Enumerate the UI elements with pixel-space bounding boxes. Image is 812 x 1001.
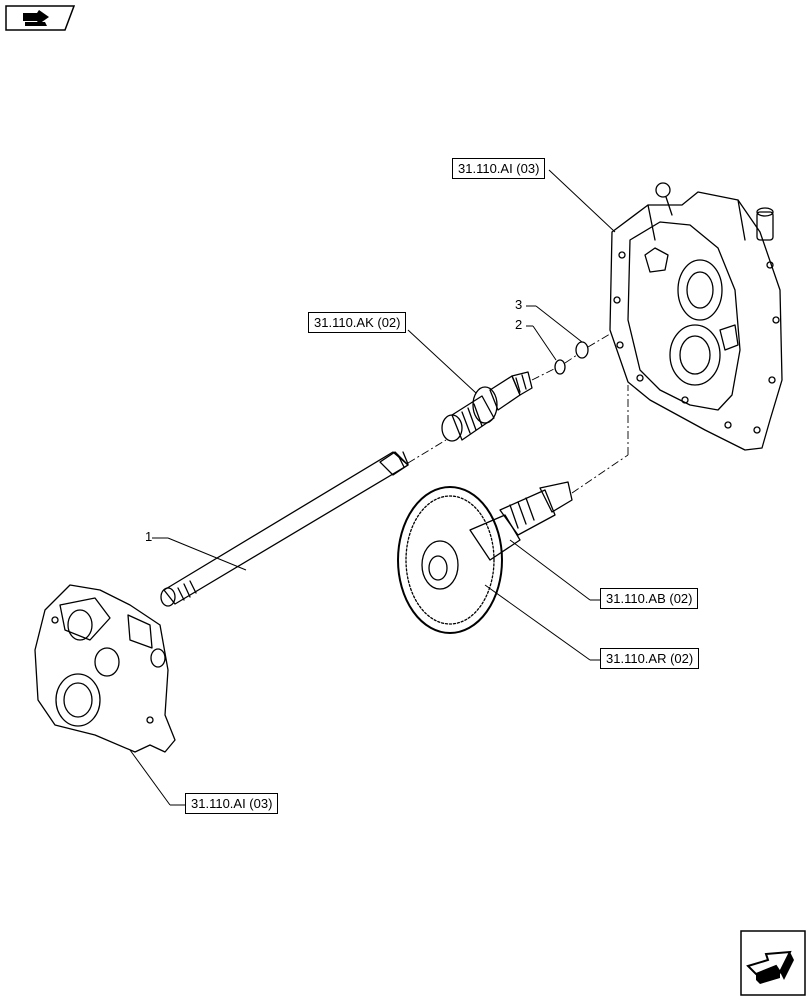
item-number-1: 1 (145, 529, 153, 544)
next-page-arrow-icon (740, 930, 806, 996)
vehicle-catalog-icon (5, 5, 76, 31)
front-housing-drawing (34, 584, 176, 753)
o-ring-item-3 (575, 341, 589, 359)
splined-shaft-drawing (160, 451, 409, 607)
rear-housing-drawing (609, 182, 783, 451)
ref-top-housing[interactable]: 31.110.AI (03) (452, 158, 546, 179)
item-number-2: 2 (515, 317, 523, 332)
ref-shaft[interactable]: 31.110.AB (02) (600, 588, 699, 609)
pinion-drawing (441, 371, 533, 442)
gear-drawing (397, 481, 573, 634)
ref-pinion[interactable]: 31.110.AK (02) (308, 312, 407, 333)
item-number-3: 3 (515, 297, 523, 312)
catalog-icon[interactable] (5, 5, 76, 31)
o-ring-item-2 (554, 359, 566, 375)
next-page-button[interactable] (740, 930, 806, 996)
ref-bottom-housing[interactable]: 31.110.AI (03) (185, 793, 279, 814)
ref-gear[interactable]: 31.110.AR (02) (600, 648, 700, 669)
